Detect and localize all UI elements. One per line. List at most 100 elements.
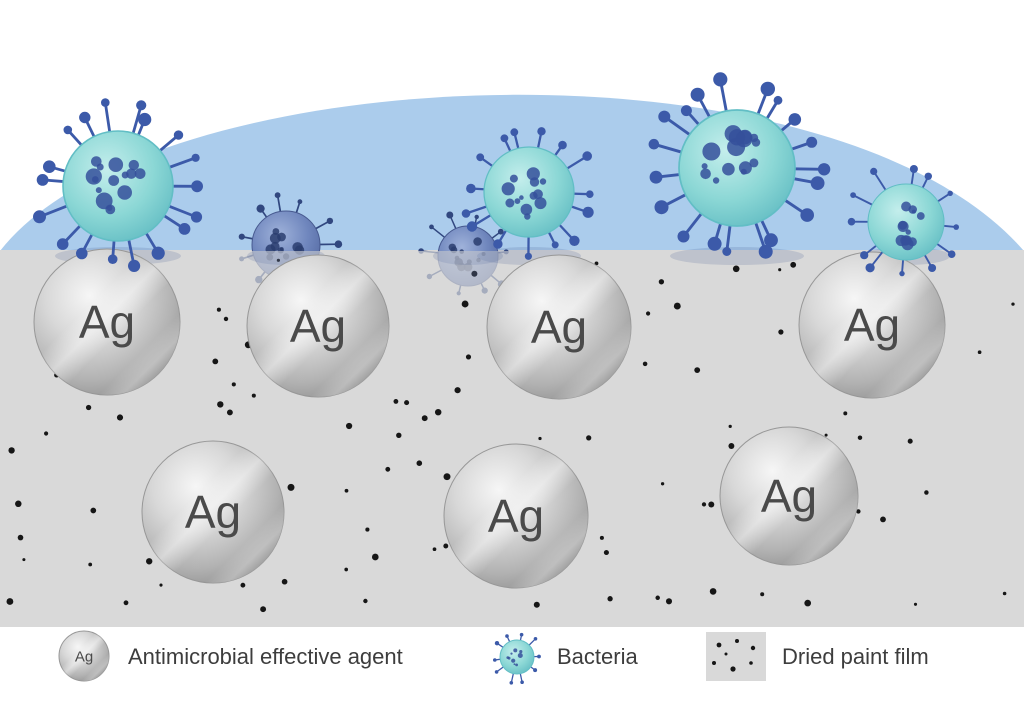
bacteria-spike-tip xyxy=(537,127,546,136)
bacteria-spike-tip xyxy=(429,224,434,230)
bacteria-spot xyxy=(459,249,464,251)
bacteria-spike-tip xyxy=(533,668,538,673)
bacteria-spike-tip xyxy=(899,270,905,277)
paint-dot xyxy=(730,666,736,672)
paint-dot xyxy=(913,602,918,606)
bacteria-spot xyxy=(901,201,912,212)
bacteria-spike-tip xyxy=(239,256,245,262)
ag-sphere-streak xyxy=(59,631,109,681)
paint-dot xyxy=(924,490,929,495)
bacteria-spike-tip xyxy=(494,670,499,674)
bacteria-spike-tip xyxy=(503,249,509,251)
bacteria-spot xyxy=(501,182,515,196)
paint-dot xyxy=(599,535,604,540)
bacteria-spike-tip xyxy=(924,172,932,180)
bacteria-spike xyxy=(131,104,143,136)
paint-dot xyxy=(416,460,423,467)
bacteria-spike-tip xyxy=(493,239,503,249)
ag-particle: Ag xyxy=(246,254,390,398)
paint-dot xyxy=(287,483,295,491)
bacteria-spike-tip xyxy=(326,217,334,225)
bacteria-spike-tip xyxy=(586,190,594,198)
bacteria-spike xyxy=(241,253,256,260)
bacteria-spike-tip xyxy=(533,637,538,641)
paint-dot xyxy=(6,598,14,605)
paint-dot xyxy=(461,300,469,308)
bacteria-body xyxy=(499,639,535,675)
bacteria-spike-tip xyxy=(582,151,592,161)
bacteria-spot xyxy=(481,252,486,256)
bacteria-spot xyxy=(294,245,305,251)
bacteria-spike-tip xyxy=(722,247,732,256)
bacteria-spike-tip xyxy=(953,224,959,230)
paint-dot xyxy=(749,661,753,665)
bacteria-spike-tip xyxy=(760,81,775,97)
paint-dot xyxy=(17,534,24,541)
bacteria-spot xyxy=(277,247,284,251)
bacteria-spike-tip xyxy=(680,105,692,117)
bacteria-spot xyxy=(712,177,720,184)
bacteria-spike-tip xyxy=(537,654,541,659)
bacteria-spike xyxy=(431,226,446,239)
bacteria-spot xyxy=(95,187,102,194)
bacteria-spike-tip xyxy=(494,641,500,646)
bacteria-spot xyxy=(454,258,464,267)
paint-dot xyxy=(778,329,784,335)
paint-dot xyxy=(217,401,224,408)
paint-dot xyxy=(281,578,288,585)
paint-dot xyxy=(123,600,129,606)
bacteria-spike xyxy=(872,170,888,192)
bacteria-spike-tip xyxy=(33,210,46,224)
bacteria-spike xyxy=(103,102,112,135)
bacteria-spike-tip xyxy=(56,238,69,250)
bacteria-spike xyxy=(852,194,874,207)
bacteria-spot xyxy=(95,192,113,210)
bacteria-spot xyxy=(266,253,274,261)
paint-dot xyxy=(709,588,717,595)
bacteria-spike xyxy=(167,156,197,170)
surface-shadow xyxy=(670,247,804,265)
bacteria-spot xyxy=(454,255,460,261)
bacteria-spike xyxy=(276,195,282,213)
bacteria-spike-tip xyxy=(426,273,433,280)
ag-sphere-streak xyxy=(142,441,284,583)
bacteria-spike-tip xyxy=(850,192,856,199)
bacteria-spike-tip xyxy=(847,217,856,226)
paint-dot xyxy=(586,435,592,441)
ag-sphere-streak xyxy=(34,249,180,395)
bacteria-spot xyxy=(134,168,146,180)
paint-dot xyxy=(344,488,349,493)
bacteria-spot xyxy=(517,653,523,658)
paint-dot xyxy=(159,583,163,587)
paint-dot xyxy=(665,598,673,605)
bacteria-spike-tip xyxy=(764,233,778,248)
paint-dot xyxy=(231,382,236,387)
ag-particle: Ag xyxy=(33,248,181,396)
legend-paint-label: Dried paint film xyxy=(782,644,929,669)
bacteria-spot xyxy=(513,663,516,666)
legend-agent-label: Antimicrobial effective agent xyxy=(128,644,403,669)
paint-dot xyxy=(708,501,715,508)
bacteria-body xyxy=(251,210,321,251)
bacteria-spot xyxy=(85,168,102,185)
bacteria xyxy=(33,98,204,272)
bacteria-spike-tip xyxy=(500,134,509,143)
bacteria-spike-tip xyxy=(190,211,203,223)
bacteria-spot xyxy=(270,241,280,251)
bacteria-spike-tip xyxy=(256,204,265,213)
paint-dot xyxy=(8,447,15,454)
bacteria-spot xyxy=(272,228,280,235)
bacteria-spike xyxy=(258,270,267,281)
bacteria-spot xyxy=(509,174,518,183)
bacteria-spike-tip xyxy=(788,113,802,126)
paint-dot xyxy=(251,393,256,398)
ag-sphere-streak xyxy=(720,427,858,565)
bacteria-spot xyxy=(108,175,120,186)
bacteria-spike-tip xyxy=(947,250,956,258)
bacteria-spot xyxy=(96,163,104,171)
bacteria-spot xyxy=(108,157,124,172)
ag-sphere-icon: Ag xyxy=(58,630,110,682)
paint-dot xyxy=(88,562,93,567)
bacteria-spike-tip xyxy=(481,287,488,294)
ag-label: Ag xyxy=(185,486,241,538)
